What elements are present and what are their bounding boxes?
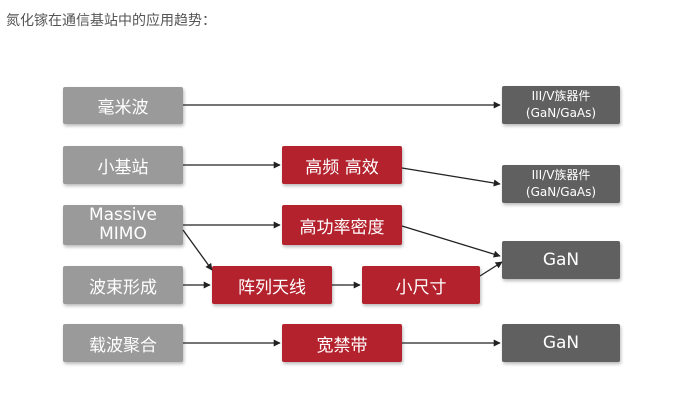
driver-mmwave: 毫米波 <box>63 87 183 124</box>
req-high-power-density: 高功率密度 <box>282 205 402 245</box>
solution-gan-bottom: GaN <box>502 324 620 362</box>
solution-iiiv-top-line2: (GaN/GaAs) <box>525 106 597 120</box>
driver-massive-mimo-line1: Massive <box>88 205 158 225</box>
driver-small-cell-label: 小基站 <box>97 157 149 178</box>
arrow-mimo-to-array <box>182 229 213 271</box>
req-array-antenna: 阵列天线 <box>212 266 332 304</box>
arrow-highfreq-to-iiiv <box>401 167 501 187</box>
driver-massive-mimo-line2: MIMO <box>99 224 147 244</box>
req-wide-bandgap-label: 宽禁带 <box>316 335 368 356</box>
solution-gan-top: GaN <box>502 241 620 279</box>
driver-beamforming: 波束形成 <box>63 266 183 304</box>
solution-iiiv-second: III/V族器件 (GaN/GaAs) <box>502 165 620 203</box>
solution-iiiv-second-line2: (GaN/GaAs) <box>525 185 597 199</box>
driver-massive-mimo: Massive MIMO <box>63 205 183 245</box>
driver-mmwave-label: 毫米波 <box>97 98 149 118</box>
req-high-power-density-label: 高功率密度 <box>299 217 385 238</box>
solution-gan-bottom-label: GaN <box>542 333 580 353</box>
arrow-powerdensity-to-gan <box>401 225 501 258</box>
solution-iiiv-top: III/V族器件 (GaN/GaAs) <box>502 86 620 124</box>
driver-small-cell: 小基站 <box>63 146 183 184</box>
req-wide-bandgap: 宽禁带 <box>282 324 402 362</box>
solution-iiiv-top-line1: III/V族器件 <box>531 89 591 103</box>
driver-carrier-aggregation-label: 载波聚合 <box>89 335 157 356</box>
page-heading: 氮化镓在通信基站中的应用趋势： <box>6 13 216 29</box>
driver-massive-mimo-label: Massive MIMO <box>89 206 157 244</box>
driver-beamforming-label: 波束形成 <box>89 277 157 298</box>
req-small-size-label: 小尺寸 <box>395 277 447 298</box>
req-high-freq-eff-label: 高频 高效 <box>305 157 379 178</box>
driver-carrier-aggregation: 载波聚合 <box>63 324 183 362</box>
arrow-smallsize-to-gan <box>479 261 503 277</box>
solution-iiiv-second-line1: III/V族器件 <box>531 168 591 182</box>
req-array-antenna-label: 阵列天线 <box>238 277 306 298</box>
req-small-size: 小尺寸 <box>362 266 480 304</box>
solution-iiiv-second-label: III/V族器件 (GaN/GaAs) <box>526 167 596 201</box>
solution-gan-top-label: GaN <box>542 250 580 270</box>
req-high-freq-eff: 高频 高效 <box>282 146 402 184</box>
solution-iiiv-top-label: III/V族器件 (GaN/GaAs) <box>526 88 596 122</box>
